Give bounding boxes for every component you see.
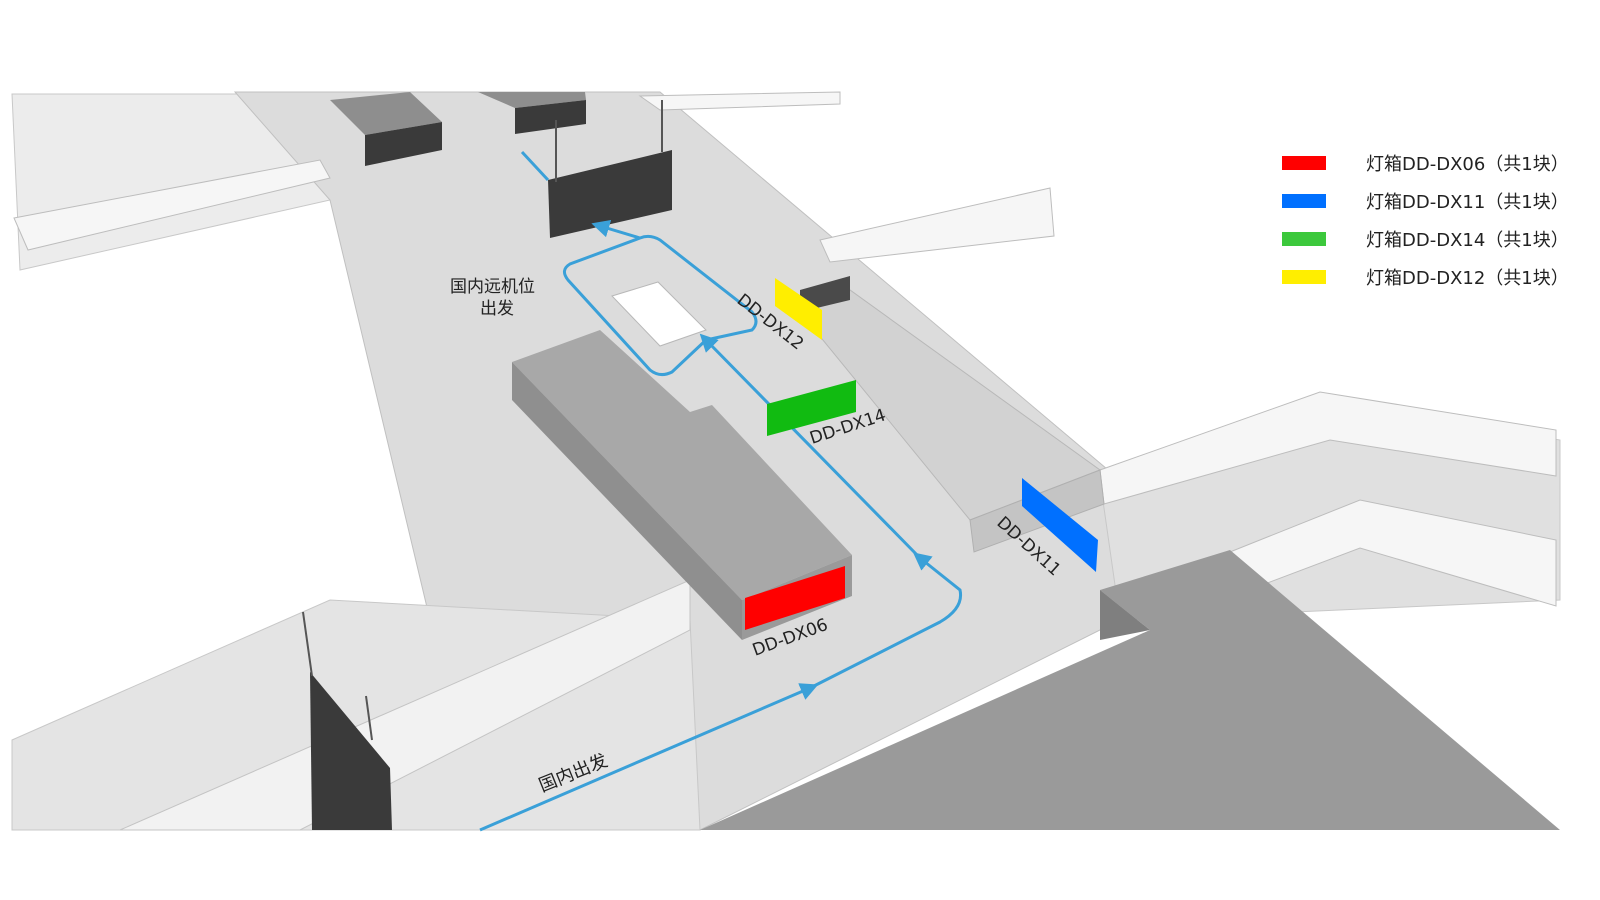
- sign-dx14: [767, 380, 856, 436]
- legend-label: 灯箱DD-DX12（共1块）: [1366, 268, 1569, 289]
- glass-wall-bottom: [119, 579, 691, 831]
- central-block-side: [512, 362, 742, 640]
- legend-swatch: [1282, 270, 1326, 284]
- route-path-up: [809, 552, 963, 690]
- legend: 灯箱DD-DX06（共1块） 灯箱DD-DX11（共1块） 灯箱DD-DX14（…: [1282, 144, 1582, 296]
- legend-swatch: [1282, 156, 1326, 170]
- bottom-right-block: [1100, 590, 1150, 640]
- overhead-board-bottom: [310, 672, 392, 830]
- legend-item-dx12: 灯箱DD-DX12（共1块）: [1282, 258, 1582, 296]
- glass-wall-left: [13, 159, 331, 251]
- board-bottom-support-left: [302, 611, 313, 677]
- legend-swatch: [1282, 232, 1326, 246]
- route-path-corridor: [699, 333, 922, 560]
- legend-label: 灯箱DD-DX14（共1块）: [1366, 230, 1569, 251]
- area-remote-stand-label-1: 国内远机位: [450, 277, 535, 297]
- area-remote-stand-label-2: 出发: [480, 299, 514, 319]
- top-block-2-top: [478, 92, 586, 108]
- top-block-2-front: [515, 100, 586, 134]
- sign-dx12: [775, 278, 822, 340]
- sign-dx06: [745, 566, 845, 630]
- central-block-top: [512, 330, 852, 600]
- bottom-right-structure: [700, 550, 1560, 830]
- top-block-1-top: [330, 92, 442, 135]
- board-bottom-support-right: [365, 695, 373, 741]
- small-dark-block: [800, 276, 850, 312]
- route-path-loop: [563, 234, 758, 377]
- legend-label: 灯箱DD-DX11（共1块）: [1366, 192, 1569, 213]
- legend-item-dx14: 灯箱DD-DX14（共1块）: [1282, 220, 1582, 258]
- glass-wall-right-top: [819, 187, 1055, 263]
- legend-item-dx06: 灯箱DD-DX06（共1块）: [1282, 144, 1582, 182]
- legend-label: 灯箱DD-DX06（共1块）: [1366, 154, 1569, 175]
- legend-swatch: [1282, 194, 1326, 208]
- top-block-1-front: [365, 122, 442, 166]
- glass-wall-top: [638, 91, 841, 111]
- route-path-main: [479, 683, 819, 832]
- sign-dx11: [1022, 478, 1098, 572]
- floor-opening: [611, 281, 707, 347]
- overhead-board-top: [548, 150, 672, 238]
- legend-item-dx11: 灯箱DD-DX11（共1块）: [1282, 182, 1582, 220]
- route-path-top: [520, 150, 550, 182]
- route-path-exit: [591, 219, 641, 240]
